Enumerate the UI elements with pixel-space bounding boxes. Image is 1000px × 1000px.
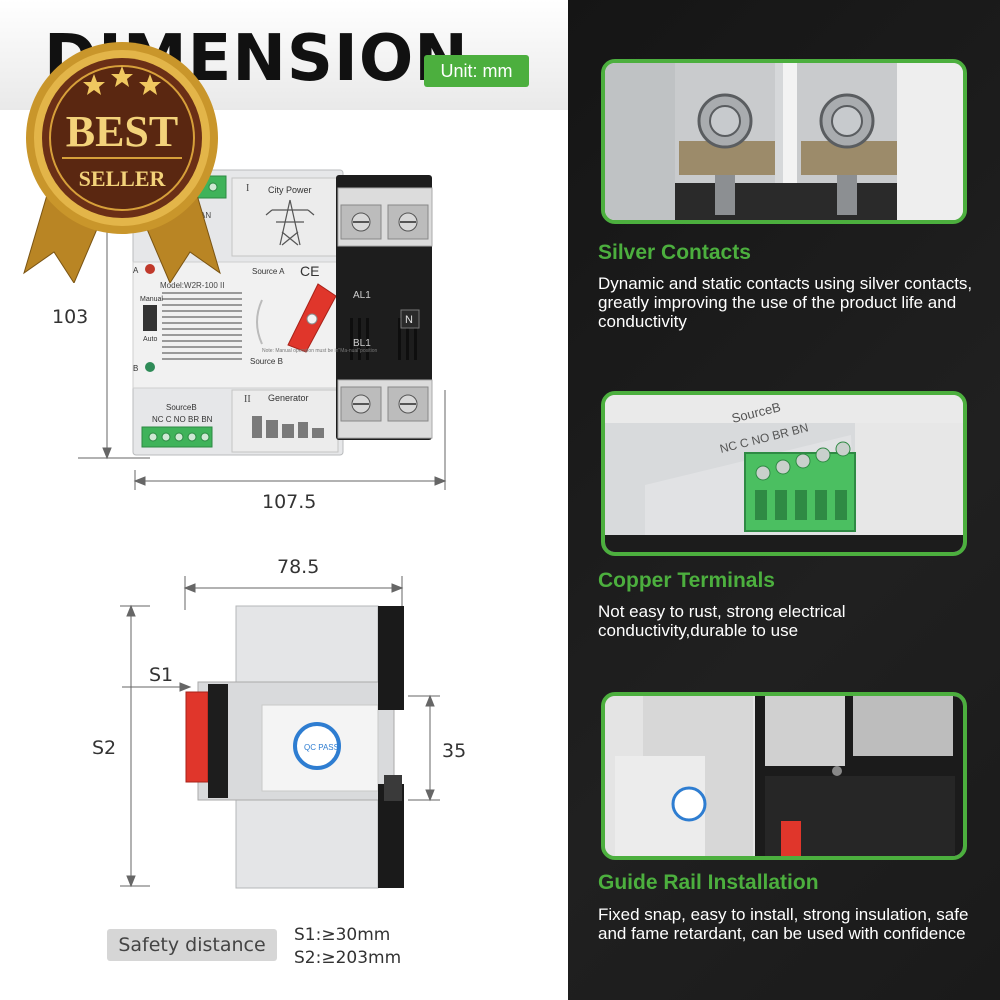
star-icon [83,74,105,95]
generator-label: Generator [268,393,309,403]
feature-title-2: Copper Terminals [598,569,775,592]
depth-dimension [408,694,440,802]
qc-sticker-text: QC PASS [304,743,339,752]
side-width-label: 78.5 [277,556,320,578]
best-seller-badge: BEST SELLER [23,42,221,283]
phase-b-label: BL1 [353,338,371,349]
height-dimension-label: 103 [52,306,89,328]
side-handle [185,691,209,783]
source-a-numeral: I [246,183,249,194]
indicator-a-light [145,264,155,274]
model-label: Model:W2R-100 II [160,281,224,290]
badge-line2: SELLER [79,166,167,191]
unit-badge: Unit: mm [424,55,529,87]
auto-label: Auto [143,336,158,343]
neutral-label: N [405,314,413,326]
copper-terminals-photo: SourceB NC C NO BR BN [601,391,967,556]
copper-terminals-image: SourceB NC C NO BR BN [605,395,963,552]
feature-title-3: Guide Rail Installation [598,871,819,894]
terminal-pin-labels: NC C NO BR BN [152,415,213,424]
power-pylon-icon [265,199,315,246]
feature-title-1: Silver Contacts [598,241,751,264]
phase-a-label: AL1 [353,290,371,301]
side-bottom-black [378,784,404,888]
ce-mark: CE [300,263,319,279]
feature-desc-2: Not easy to rust, strong electrical cond… [598,602,846,640]
guide-rail-photo [601,692,967,860]
mode-switch [143,305,157,331]
feature-desc-3: Fixed snap, easy to install, strong insu… [598,905,969,943]
side-width-dimension [183,576,404,610]
terminal-source-label: SourceB [166,403,197,412]
neutral-tag [400,309,420,329]
top-terminal-tag: AN [200,211,211,220]
vent-slots [350,318,417,360]
note-label: Note: Manual operation must be in"Ma-nua… [262,348,378,354]
side-view-drawing: QC PASS [120,576,440,889]
generator-numeral: II [244,394,251,405]
width-dimension-label: 107.5 [262,491,317,513]
star-icon [111,66,133,87]
safety-s2: S2:≥203mm [294,948,402,968]
qc-sticker [293,722,341,770]
safety-distance-label: Safety distance [107,929,277,961]
dimension-panel: DIMENSION Unit: mm [0,0,568,968]
s2-label: S2 [92,737,117,759]
indicator-b-light [145,362,155,372]
red-clip [781,821,801,856]
width-dimension [133,390,447,490]
manual-label: Manual [140,296,163,303]
features-panel: Silver Contacts Dynamic and static conta… [568,0,1000,1000]
silver-contacts-image [605,63,963,220]
guide-rail-image [605,696,963,856]
indicator-a-label: A [133,266,139,275]
star-icon [139,74,161,95]
depth-label: 35 [442,740,467,762]
generator-icon [252,416,324,438]
bottom-label-panel [231,389,339,453]
s1-label: S1 [149,664,174,686]
side-top-black [378,606,404,710]
handle-arc [256,299,263,345]
source-b-label: Source B [250,357,283,366]
city-power-label: City Power [268,185,312,195]
feature-desc-1: Dynamic and static contacts using silver… [598,274,973,331]
s1-dimension [122,682,192,692]
spec-text-block [162,292,242,360]
s2-dimension [120,604,150,888]
safety-s1: S1:≥30mm [294,925,391,945]
source-a-label: Source A [252,267,285,276]
indicator-b-label: B [133,364,138,373]
qc-sticker [671,786,707,822]
silver-contacts-photo [601,59,967,224]
badge-line1: BEST [66,107,179,156]
front-view-drawing: AN I City Power Model:W2R-100 II Source … [78,169,447,490]
